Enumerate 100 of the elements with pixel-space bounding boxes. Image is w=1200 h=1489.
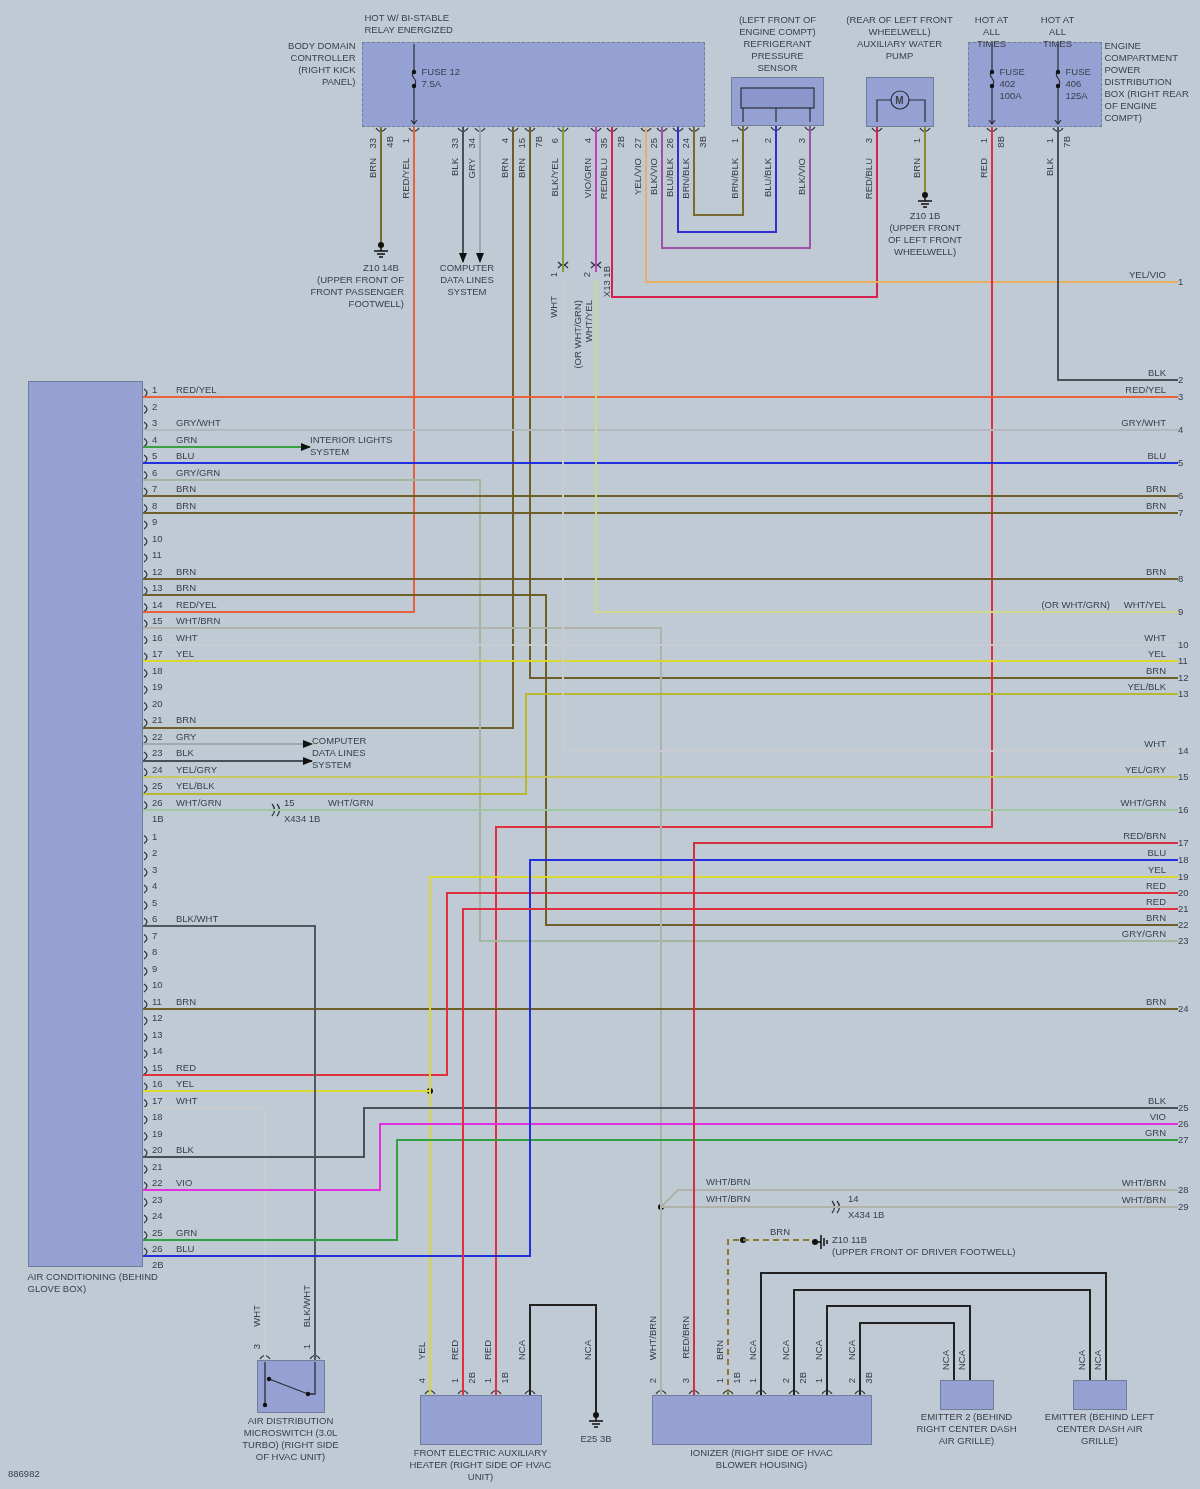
signal-arrow: [142, 757, 313, 765]
continuation-number: 14: [1178, 745, 1189, 757]
continuation-number: 5: [1178, 457, 1184, 469]
wire: [562, 279, 1179, 752]
wire-color-code: GRY: [176, 730, 197, 743]
wire-color-code: WHT: [176, 1094, 198, 1107]
connector-id: 2B: [465, 1372, 477, 1384]
wire-color-code: BRN/BLK: [728, 158, 740, 199]
continuation-number: 2: [1178, 374, 1184, 386]
pin-number: 25: [152, 1226, 163, 1239]
ground-label: (UPPER FRONT OF FRONT PASSENGER FOOTWELL): [309, 274, 404, 310]
wire: [142, 693, 1179, 795]
wire: [760, 1272, 1107, 1396]
pin-number: 27: [631, 138, 643, 149]
pin-number: 35: [597, 138, 609, 149]
pin-number: 2: [152, 847, 158, 859]
connector-id: 3B: [862, 1372, 874, 1384]
wire-color-code: GRN: [176, 1226, 198, 1239]
pin-number: 11: [152, 995, 162, 1008]
system-label: COMPUTER DATA LINES SYSTEM: [437, 262, 497, 298]
wire: [924, 126, 926, 193]
pin-number: 1: [812, 1378, 824, 1384]
wire: [661, 125, 811, 249]
component-label: AIR CONDITIONING (BEHIND GLOVE BOX): [27, 1270, 159, 1295]
pin-number: 11: [152, 549, 162, 561]
power-note: HOT AT ALL TIMES: [1039, 13, 1076, 50]
pin-number: 1: [1043, 138, 1055, 144]
pin-number: 1: [547, 272, 559, 278]
pin-number: 1: [448, 1378, 460, 1384]
system-label: COMPUTER DATA LINES SYSTEM: [312, 735, 382, 771]
pin-number: 3: [250, 1344, 262, 1350]
wire-color-code: RED/BLU: [862, 158, 874, 200]
wire-color-code: BLU/BLK: [663, 158, 675, 198]
wire-color-code: WHT/GRN: [328, 797, 374, 809]
wire: [677, 125, 777, 233]
wire-color-code: RED: [977, 158, 989, 179]
pin-number: 23: [152, 747, 163, 759]
pin-number: 5: [152, 896, 158, 909]
component-label: ENGINE COMPARTMENT POWER DISTRIBUTION BOX (RIGHT REAR OF ENGINE COMPT): [1104, 39, 1190, 124]
wire: [859, 1322, 955, 1396]
wire-color-code: YEL: [415, 1342, 427, 1360]
continuation-number: 17: [1178, 837, 1189, 849]
pin-number: 2: [646, 1378, 658, 1384]
wire-color-code: GRY/GRN: [176, 466, 221, 479]
connector-id: 7B: [1060, 136, 1072, 148]
continuation-number: 26: [1178, 1118, 1189, 1130]
connector-id: X434 1B: [284, 813, 321, 825]
wire-color-code: BLK: [176, 1144, 194, 1156]
wire-color-code: BRN: [176, 483, 197, 495]
continuation-number: 12: [1178, 672, 1189, 684]
pin-number: 1: [152, 384, 158, 396]
wire-color-code: BRN: [713, 1340, 725, 1361]
pin-number: 26: [663, 138, 675, 149]
pin-number: 4: [498, 138, 510, 144]
pin-number: 8: [152, 946, 158, 958]
pin-number: 15: [515, 138, 527, 149]
pin-number: 17: [152, 1094, 163, 1107]
wire: [529, 126, 1179, 679]
signal-arrow: [459, 126, 467, 263]
pin-number: 13: [152, 1028, 163, 1041]
wire-color-code: RED: [448, 1340, 460, 1361]
wire: [142, 859, 1179, 1257]
pin-number: 3: [679, 1378, 691, 1384]
wire: [142, 126, 415, 613]
wire-color-code: BLU: [176, 1243, 195, 1255]
wire-color-code: BRN: [176, 565, 197, 578]
pin-number: 26: [152, 796, 163, 809]
wire: [611, 126, 878, 298]
wire-color-code: BLU: [1147, 450, 1166, 462]
connector-id: 3B: [696, 136, 708, 148]
pin-number: 6: [152, 466, 158, 479]
pin-number: 4: [152, 880, 158, 892]
wire-color-code: RED: [481, 1340, 493, 1361]
wire-color-code: GRY/GRN: [1121, 928, 1166, 940]
wire-color-code: NCA: [746, 1340, 758, 1361]
wire-color-code: GRY: [465, 158, 477, 179]
motor-label: M: [895, 95, 904, 106]
wire-color-code: (OR WHT/GRN): [571, 300, 583, 369]
wire-color-code: RED/BLU: [597, 158, 609, 200]
wire-color-code: WHT/YEL: [582, 300, 594, 343]
wire-color-code: BLK/WHT: [176, 913, 219, 925]
wire-color-code: RED: [1145, 896, 1166, 908]
pin-number: 1: [713, 1378, 725, 1384]
wire-color-code: WHT: [547, 296, 559, 318]
fuse-label: FUSE 12 7.5A: [421, 65, 462, 90]
component-label: IONIZER (RIGHT SIDE OF HVAC BLOWER HOUSING): [689, 1446, 834, 1471]
wire: [645, 126, 1179, 283]
wire: [142, 126, 514, 729]
wire-color-code: YEL: [176, 1078, 194, 1090]
wire-color-code: BRN: [1145, 483, 1166, 495]
wire-color-code: BRN: [176, 714, 197, 726]
pin-number: 24: [152, 1210, 163, 1222]
wire-color-code: NCA: [845, 1340, 857, 1361]
signal-arrow: [142, 443, 311, 451]
pin-number: 4: [152, 433, 158, 446]
wire-color-code: NCA: [955, 1350, 967, 1371]
wire-color-code: GRN: [1144, 1127, 1166, 1139]
continuation-number: 3: [1178, 391, 1184, 403]
wire-color-code: BLK/VIO: [647, 158, 659, 195]
pin-number: 21: [152, 1160, 163, 1173]
